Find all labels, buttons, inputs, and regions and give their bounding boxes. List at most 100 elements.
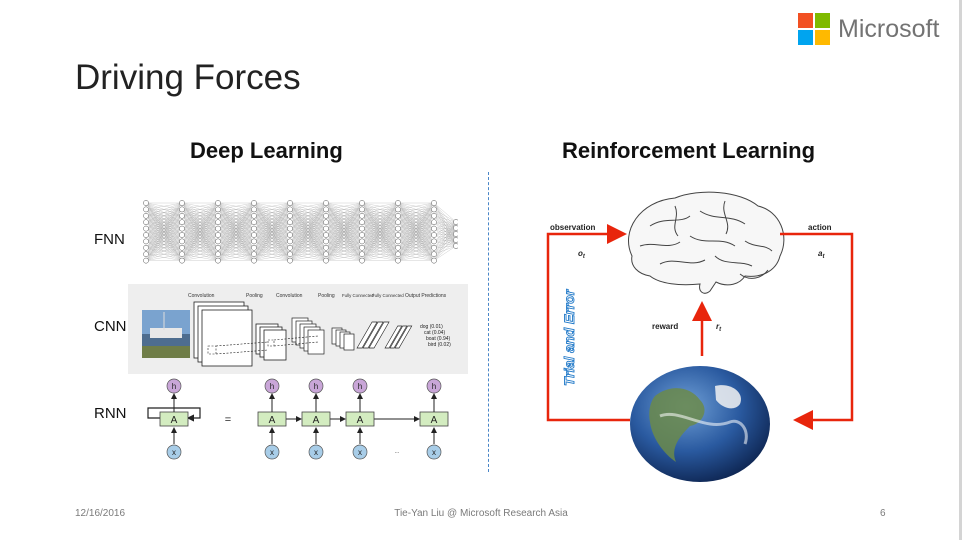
- svg-text:A: A: [171, 415, 178, 426]
- fnn-node: [287, 206, 293, 213]
- rnn-output-node: [264, 378, 280, 394]
- fnn-output-node: [453, 225, 458, 231]
- fnn-output-node: [453, 237, 458, 243]
- fnn-label: FNN: [94, 231, 125, 248]
- cnn-label-fc-2: Fully Connected: [372, 293, 404, 298]
- fnn-node: [215, 212, 221, 219]
- footer-page-number: 6: [880, 508, 886, 519]
- rnn-input-node: [166, 444, 182, 460]
- rnn-output-label: h: [432, 382, 436, 391]
- fnn-output-node: [453, 219, 458, 225]
- fnn-node: [251, 238, 257, 245]
- fnn-node: [287, 200, 293, 206]
- fnn-node: [323, 225, 329, 232]
- cnn-conv-stack-2: [291, 317, 325, 355]
- fnn-node: [251, 219, 257, 226]
- fnn-node: [143, 232, 149, 238]
- fnn-node: [287, 232, 293, 238]
- logo-text: Microsoft: [838, 15, 940, 43]
- fnn-node: [395, 257, 401, 264]
- rnn-cell-label: A: [313, 415, 320, 426]
- fnn-node: [251, 212, 257, 219]
- reinforcement-learning-heading: Reinforcement Learning: [562, 138, 816, 163]
- observation-symbol: ot: [578, 249, 586, 260]
- fnn-node: [323, 257, 329, 264]
- fnn-node: [215, 225, 221, 232]
- reward-label: reward: [652, 322, 678, 331]
- action-label: action: [808, 223, 832, 232]
- fnn-node: [431, 232, 437, 238]
- fnn-node: [287, 257, 293, 264]
- cnn-label-fc-1: Fully Connected: [342, 293, 374, 298]
- fnn-node: [215, 200, 221, 206]
- fnn-node: [431, 225, 437, 232]
- fnn-node: [251, 251, 257, 258]
- fnn-node: [179, 251, 185, 258]
- rnn-output-node: [308, 378, 324, 394]
- fnn-node: [143, 219, 149, 226]
- fnn-node: [287, 225, 293, 232]
- trial-and-error-label: Trial and Error: [561, 288, 577, 386]
- fnn-node: [179, 212, 185, 219]
- cnn-prediction-cat: cat (0.04): [424, 330, 445, 336]
- cnn-prediction-dog: dog (0.01): [420, 324, 443, 330]
- fnn-node: [179, 200, 185, 206]
- fnn-node: [287, 238, 293, 245]
- deep-learning-heading: Deep Learning: [190, 138, 343, 163]
- fnn-node: [287, 244, 293, 251]
- fnn-node: [179, 244, 185, 251]
- rnn-input-label: x: [432, 448, 436, 457]
- fnn-node: [323, 219, 329, 226]
- action-arrow: [780, 232, 854, 430]
- fnn-node: [143, 206, 149, 213]
- fnn-node: [431, 244, 437, 251]
- svg-text:h: h: [172, 382, 176, 391]
- fnn-node: [395, 238, 401, 245]
- rnn-label: RNN: [94, 405, 127, 422]
- fnn-node: [179, 232, 185, 238]
- cnn-label-pooling-2: Pooling: [318, 293, 335, 299]
- cnn-pool-stack-1: [255, 323, 287, 361]
- fnn-node: [215, 206, 221, 213]
- cnn-conv-stack-1: [193, 301, 253, 367]
- fnn-node: [143, 251, 149, 258]
- fnn-node: [431, 206, 437, 213]
- earth-image: [630, 366, 770, 482]
- brain-icon: [628, 191, 785, 294]
- cnn-fc-layers: [356, 321, 413, 349]
- fnn-node: [323, 251, 329, 258]
- rnn-input-node: [264, 444, 280, 460]
- slide-title: Driving Forces: [75, 58, 301, 97]
- rl-loop-arrows: [546, 224, 854, 430]
- cnn-prediction-boat: boat (0.94): [426, 336, 451, 342]
- fnn-node: [143, 257, 149, 264]
- fnn-node: [287, 251, 293, 258]
- cnn-label-pooling-1: Pooling: [246, 293, 263, 299]
- rnn-output-label: h: [358, 382, 362, 391]
- rnn-diagram: A h x = AhxAhxAhxAhx ...: [147, 378, 449, 460]
- fnn-node: [215, 232, 221, 238]
- fnn-diagram: [143, 200, 458, 264]
- fnn-node: [143, 225, 149, 232]
- rnn-input-label: x: [358, 448, 362, 457]
- cnn-diagram: Convolution Pooling Convolution Pooling …: [128, 284, 468, 374]
- fnn-node: [143, 238, 149, 245]
- fnn-output-node: [453, 243, 458, 249]
- fnn-node: [143, 212, 149, 219]
- rnn-equals: =: [225, 414, 231, 426]
- footer-date: 12/16/2016: [75, 508, 126, 519]
- fnn-node: [431, 251, 437, 258]
- fnn-node: [359, 257, 365, 264]
- cnn-connectors: [207, 335, 319, 355]
- cnn-label-convolution-2: Convolution: [276, 293, 303, 299]
- fnn-node: [395, 225, 401, 232]
- rnn-input-node: [308, 444, 324, 460]
- cnn-input-image: [142, 310, 190, 358]
- rnn-input-node: [352, 444, 368, 460]
- fnn-node: [323, 200, 329, 206]
- fnn-node: [431, 257, 437, 264]
- cnn-prediction-bird: bird (0.02): [428, 342, 451, 348]
- fnn-node: [179, 219, 185, 226]
- microsoft-logo: Microsoft: [798, 13, 958, 49]
- rnn-cell-label: A: [357, 415, 364, 426]
